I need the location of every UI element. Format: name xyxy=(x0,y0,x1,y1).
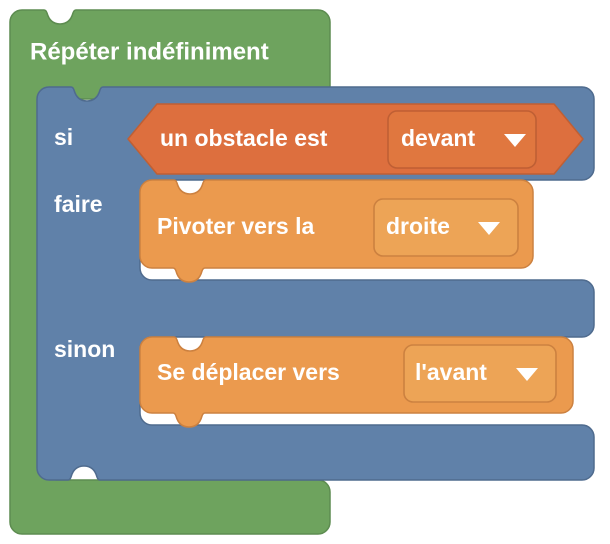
else-label: sinon xyxy=(54,336,115,362)
obstacle-detect-condition[interactable]: un obstacle est devant xyxy=(127,103,584,175)
turn-direction-value: droite xyxy=(386,213,450,239)
chevron-down-icon[interactable] xyxy=(504,134,526,147)
repeat-forever-label: Répéter indéfiniment xyxy=(30,38,269,65)
turn-block-text: Pivoter vers la xyxy=(157,213,314,239)
turn-direction-dropdown[interactable]: droite xyxy=(373,198,519,257)
move-direction-dropdown[interactable]: l'avant xyxy=(403,344,557,403)
repeat-forever-block-shape[interactable] xyxy=(9,9,331,535)
do-label: faire xyxy=(54,191,103,217)
move-direction-dropdown-bg[interactable] xyxy=(403,344,557,403)
if-label: si xyxy=(54,124,73,150)
move-direction-value: l'avant xyxy=(415,359,487,385)
repeat-forever-block[interactable]: Répéter indéfiniment xyxy=(9,9,331,535)
move-block-text: Se déplacer vers xyxy=(157,359,340,385)
obstacle-direction-dropdown-bg[interactable] xyxy=(387,110,537,169)
if-else-block-shape[interactable] xyxy=(36,86,595,481)
turn-block[interactable]: Pivoter vers la droite xyxy=(139,179,534,283)
move-block[interactable]: Se déplacer vers l'avant xyxy=(139,336,574,428)
chevron-down-icon[interactable] xyxy=(478,222,500,235)
chevron-down-icon[interactable] xyxy=(516,368,538,381)
if-else-block[interactable]: si faire sinon xyxy=(36,86,595,481)
obstacle-condition-text: un obstacle est xyxy=(160,125,328,151)
obstacle-direction-value: devant xyxy=(401,125,475,151)
obstacle-direction-dropdown[interactable]: devant xyxy=(387,110,537,169)
turn-direction-dropdown-bg[interactable] xyxy=(373,198,519,257)
